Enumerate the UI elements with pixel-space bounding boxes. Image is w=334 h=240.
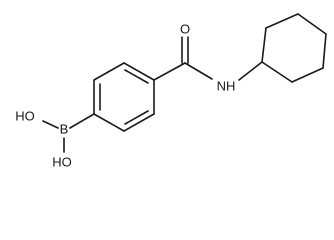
bond-ring-to-boron xyxy=(69,113,95,129)
amide-group: O NH xyxy=(153,21,236,93)
bond-carbonyl-to-nitrogen xyxy=(184,62,213,80)
nitrogen-label: NH xyxy=(217,78,236,93)
oxygen-label: O xyxy=(180,21,190,36)
cyclohexyl-bond-6 xyxy=(261,61,293,83)
boronic-acid-group: B HO HO xyxy=(15,108,95,169)
ring-double-bond-bottom xyxy=(124,110,149,125)
molecular-structure: O NH B HO HO xyxy=(15,13,327,169)
boron-label: B xyxy=(60,121,69,136)
benzene-ring xyxy=(93,62,155,132)
bond-ring-to-carbonyl xyxy=(153,62,186,81)
cyclohexyl-bond-1 xyxy=(261,27,267,63)
cyclohexyl-bond-5 xyxy=(291,67,324,83)
bond-boron-to-top-hydroxyl xyxy=(42,120,59,129)
cyclohexyl-bond-3 xyxy=(297,13,327,35)
cyclohexyl-bond-4 xyxy=(322,33,327,69)
ring-bond-bottom-right xyxy=(123,113,155,132)
bond-nitrogen-to-cyclohexyl xyxy=(238,61,263,81)
ring-bond-bottom-left xyxy=(93,113,125,132)
cyclohexyl-ring xyxy=(238,13,327,83)
hydroxyl-bottom-label: HO xyxy=(52,154,72,169)
ring-bond-top-right xyxy=(93,62,125,81)
ring-bond-top-left xyxy=(123,62,155,81)
cyclohexyl-bond-2 xyxy=(265,13,299,29)
ring-double-bond-top xyxy=(124,69,149,84)
hydroxyl-top-label: HO xyxy=(15,108,35,123)
